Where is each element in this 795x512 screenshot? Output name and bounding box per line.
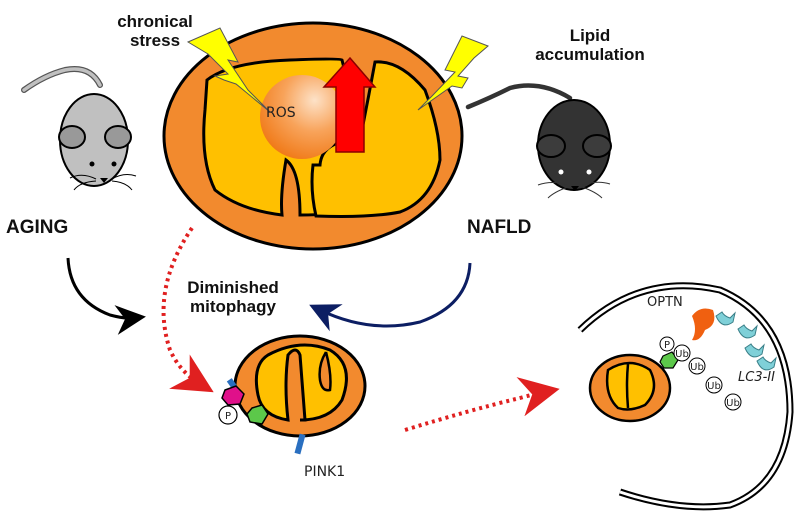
nafld-label: NAFLD — [467, 217, 532, 238]
dotted-arrow-to-autophagosome — [404, 377, 560, 432]
ubiquitin-icon — [705, 376, 723, 394]
optn-label: OPTN — [647, 295, 683, 310]
ubiquitin-anchor-autophagosome-icon — [659, 351, 679, 369]
dotted-arrow-to-small-mito — [161, 226, 214, 393]
lipid-accumulation-label: Lipid accumulation — [520, 26, 660, 64]
chronical-text: chronical — [117, 12, 193, 31]
aging-mouse-icon — [21, 66, 137, 191]
ubiquitin-icon — [673, 344, 691, 362]
aging-arrow — [66, 257, 146, 335]
lipid-text: Lipid — [569, 26, 611, 45]
ubiquitin-icon — [688, 357, 706, 375]
pink1-label: PINK1 — [304, 464, 346, 480]
ubiquitin-anchor-icon — [246, 404, 269, 425]
lc3-ii-label: LC3-II — [738, 370, 775, 385]
lightning-left-icon — [186, 27, 271, 113]
mitophagy-text: mitophagy — [190, 297, 276, 316]
lightning-right-icon — [417, 35, 489, 111]
nafld-mouse-icon — [465, 83, 612, 199]
ros-label: ROS — [266, 105, 296, 121]
lc3-ii-icon — [715, 311, 777, 371]
phospho-label: P — [225, 411, 231, 422]
diminished-text: Diminished — [187, 278, 279, 297]
ros-increase-arrow-icon — [322, 56, 377, 153]
small-mitochondrion: P — [218, 334, 367, 455]
autophagosome: P Ub Ub Ub Ub — [577, 282, 794, 511]
ub-label-1: Ub — [675, 349, 689, 360]
ub-label-4: Ub — [726, 398, 740, 409]
large-mitochondrion — [162, 21, 464, 251]
diminished-mitophagy-label: Diminished mitophagy — [178, 278, 288, 316]
ub-label-2: Ub — [690, 362, 704, 373]
nafld-arrow — [309, 262, 472, 332]
chronical-stress-label: chronical stress — [100, 12, 210, 50]
aging-label: AGING — [6, 217, 69, 238]
stress-text: stress — [129, 31, 181, 50]
parkin-icon — [221, 385, 245, 406]
ubiquitin-icon — [724, 393, 742, 411]
phospho-p-icon — [218, 405, 238, 425]
pink1-bottom-icon — [294, 433, 306, 455]
ros-sphere — [260, 75, 344, 159]
phospho-label-2: P — [664, 340, 670, 351]
optn-icon — [692, 308, 715, 341]
ub-label-3: Ub — [707, 381, 721, 392]
accumulation-text: accumulation — [535, 45, 645, 64]
